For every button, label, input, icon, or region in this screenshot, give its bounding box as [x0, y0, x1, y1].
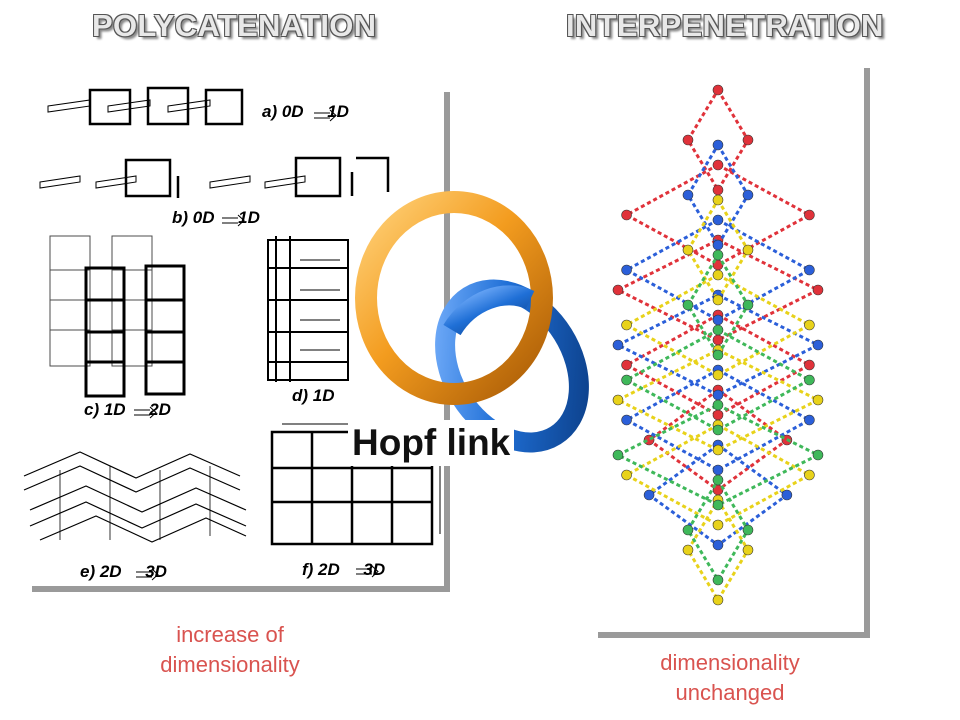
orange-ring — [355, 191, 553, 405]
arrows — [134, 109, 379, 581]
blue-ring-front — [443, 285, 535, 336]
label-f: f) 2D 3D — [302, 560, 386, 579]
net-3 — [612, 249, 824, 586]
diagram-f-lattice — [270, 423, 441, 546]
diagram-a-chain — [47, 86, 244, 126]
diagram-e-sheets — [23, 451, 247, 543]
label-b: b) 0D 1D — [172, 208, 260, 227]
polycatenation-title: POLYCATENATION — [92, 8, 377, 43]
left-caption: increase of dimensionality — [160, 622, 300, 677]
diagram-b-chain — [39, 156, 390, 198]
hopf-link-label: Hopf link — [348, 420, 515, 466]
right-caption: dimensionality unchanged — [660, 650, 800, 705]
label-d: d) 1D — [292, 386, 335, 405]
label-a: a) 0D 1D — [262, 102, 349, 121]
label-c: c) 1D 2D — [84, 400, 171, 419]
interpenetration-title: INTERPENETRATION — [566, 8, 884, 43]
label-e: e) 2D 3D — [80, 562, 167, 581]
diagram-d-stack — [267, 236, 349, 382]
diagram-c-layers — [49, 235, 186, 398]
